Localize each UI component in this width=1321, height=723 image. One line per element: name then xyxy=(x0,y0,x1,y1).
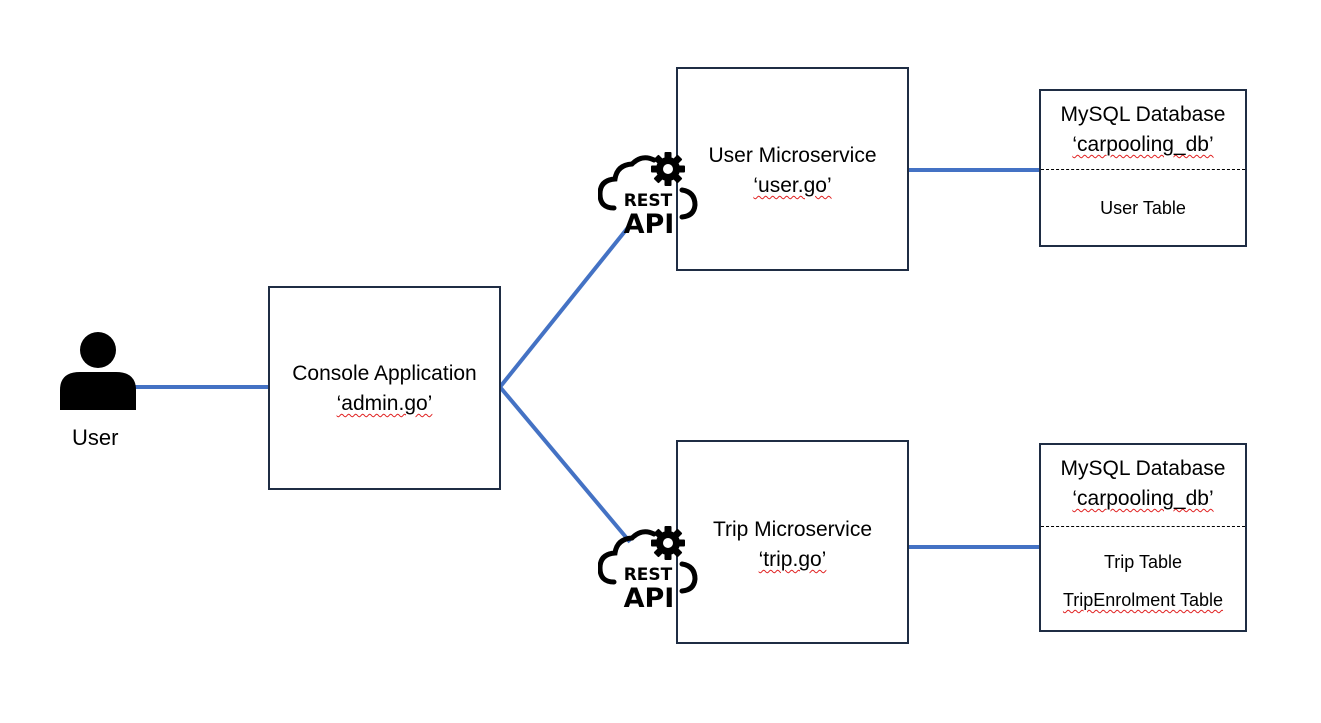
trip-service-title: Trip Microservice xyxy=(712,518,873,541)
user-db-table-user: User Table xyxy=(1100,198,1186,218)
trip-db-table-tripenrolment: TripEnrolment Table xyxy=(1041,589,1245,611)
user-service-file: ‘user.go’ xyxy=(753,174,832,197)
user-label: User xyxy=(72,425,119,450)
api-label: API xyxy=(624,583,675,614)
trip-db-name: ‘carpooling_db’ xyxy=(1072,487,1214,510)
user-db-title: MySQL Database xyxy=(1060,103,1226,126)
rest-label: REST xyxy=(624,565,673,585)
trip-service-file: ‘trip.go’ xyxy=(758,548,827,571)
rest-label: REST xyxy=(624,191,673,211)
user-database-box: MySQL Database ‘carpooling_db’ User Tabl… xyxy=(1039,89,1247,247)
rest-api-icon: REST API xyxy=(598,152,698,240)
user-db-divider xyxy=(1041,169,1245,170)
user-service-title: User Microservice xyxy=(708,144,877,167)
trip-db-table-trip: Trip Table xyxy=(1103,552,1183,572)
user-db-name: ‘carpooling_db’ xyxy=(1072,133,1214,156)
console-app-title: Console Application xyxy=(292,362,477,385)
user-microservice-box: User Microservice ‘user.go’ xyxy=(676,67,909,271)
trip-microservice-box: Trip Microservice ‘trip.go’ xyxy=(676,440,909,644)
trip-db-title: MySQL Database xyxy=(1060,457,1226,480)
trip-db-divider xyxy=(1041,526,1245,527)
connector-console-to-trip-service xyxy=(498,385,632,544)
trip-db-table-tripenrolment-label: TripEnrolment Table xyxy=(1062,590,1224,610)
api-label: API xyxy=(624,209,675,240)
connector-console-to-user-service xyxy=(498,223,632,389)
person-icon xyxy=(60,332,136,410)
trip-database-box: MySQL Database ‘carpooling_db’ Trip Tabl… xyxy=(1039,443,1247,632)
console-app-file: ‘admin.go’ xyxy=(336,392,433,415)
rest-api-icon: REST API xyxy=(598,526,698,614)
console-application-box: Console Application ‘admin.go’ xyxy=(268,286,501,490)
